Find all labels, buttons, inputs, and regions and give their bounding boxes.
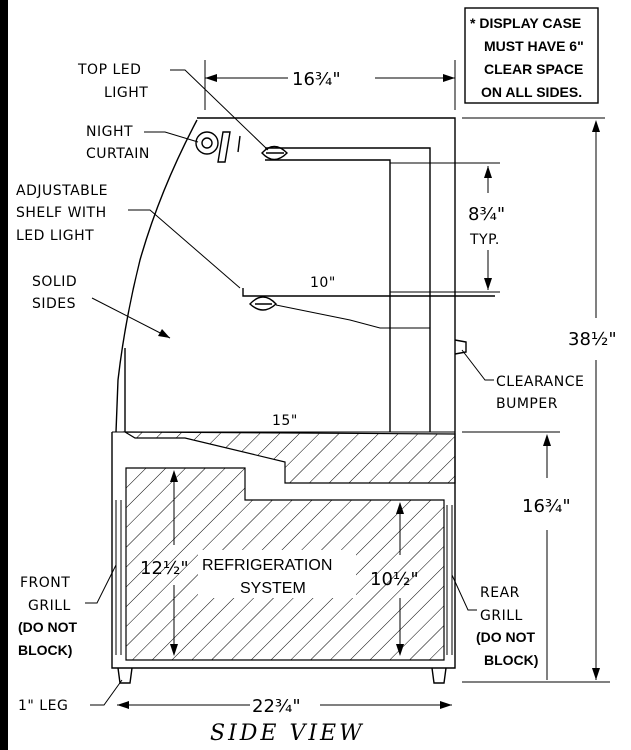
note-line-1: * DISPLAY CASE (470, 15, 581, 31)
callout-shelf: ADJUSTABLE SHELF WITH LED LIGHT (16, 183, 241, 289)
dim-refrig-front-label: 12½" (140, 558, 189, 579)
note-line-2: MUST HAVE 6" (484, 38, 584, 54)
callout-front-grill: FRONT GRILL (DO NOT BLOCK) (18, 564, 117, 658)
dim-typ-label: TYP. (469, 232, 500, 248)
note-line-3: CLEAR SPACE (484, 61, 583, 77)
dim-shelf-depth-label: 10" (310, 275, 336, 291)
dim-top-width-label: 16¾" (292, 69, 341, 90)
adjustable-shelf (242, 288, 495, 311)
front-label-2: GRILL (28, 598, 71, 614)
bumper-label-2: BUMPER (496, 396, 558, 412)
callout-rear-grill: REAR GRILL (DO NOT BLOCK) (451, 574, 538, 668)
front-label-3: (DO NOT (18, 619, 78, 635)
dim-refrig-rear-label: 10½" (370, 569, 419, 590)
bumper-label-1: CLEARANCE (496, 374, 584, 390)
front-label-4: BLOCK) (18, 642, 72, 658)
rear-label-3: (DO NOT (476, 629, 536, 645)
drawing-title: SIDE VIEW (210, 721, 365, 746)
night-label-2: CURTAIN (86, 146, 150, 162)
shelf-light-leader (275, 304, 430, 329)
refrig-label-1: REFRIGERATION (202, 557, 332, 574)
dim-top-width: 16¾" (204, 60, 456, 110)
rear-label-4: BLOCK) (484, 652, 538, 668)
dim-overall-height-label: 38½" (568, 329, 617, 350)
note-box: * DISPLAY CASE MUST HAVE 6" CLEAR SPACE … (464, 7, 599, 104)
callout-bumper: CLEARANCE BUMPER (461, 349, 584, 412)
dim-deck-depth-label: 15" (272, 413, 298, 429)
top-led-light (261, 145, 288, 161)
callout-top-led: TOP LED LIGHT (77, 62, 269, 151)
dim-overall-height: 38½" (462, 117, 617, 683)
night-label-1: NIGHT (86, 124, 133, 140)
dim-shelf-spacing: 8¾" TYP. (390, 162, 505, 293)
rear-label-2: GRILL (480, 608, 523, 624)
night-curtain (195, 131, 241, 163)
leg-label: 1" LEG (18, 698, 68, 714)
shelf-label-3: LED LIGHT (16, 228, 94, 244)
front-label-1: FRONT (20, 575, 70, 591)
shelf-label-2: SHELF WITH (16, 205, 107, 221)
dim-base-height-label: 16¾" (522, 496, 571, 517)
dim-shelf-spacing-label: 8¾" (468, 204, 505, 225)
page-edge (0, 0, 8, 750)
dim-refrig-rear: 10½" (370, 502, 419, 656)
callout-night-curtain: NIGHT CURTAIN (86, 124, 199, 162)
rear-label-1: REAR (480, 585, 520, 601)
note-line-4: ON ALL SIDES. (481, 84, 582, 100)
refrig-label-2: SYSTEM (240, 580, 306, 597)
refrigeration-system-label: REFRIGERATION SYSTEM (198, 550, 356, 598)
solid-label-2: SIDES (32, 296, 76, 312)
solid-label-1: SOLID (32, 274, 77, 290)
callout-leg: 1" LEG (18, 679, 123, 714)
shelf-label-1: ADJUSTABLE (16, 183, 108, 199)
dim-base-height: 16¾" (462, 431, 571, 680)
display-case-outline (111, 117, 467, 684)
callout-solid-sides: SOLID SIDES (32, 274, 171, 339)
dim-overall-width: 22¾" (117, 696, 452, 717)
dim-refrig-front: 12½" (140, 470, 189, 656)
top-led-label-2: LIGHT (104, 85, 148, 101)
top-led-label-1: TOP LED (77, 62, 141, 78)
dim-overall-width-label: 22¾" (252, 696, 301, 717)
